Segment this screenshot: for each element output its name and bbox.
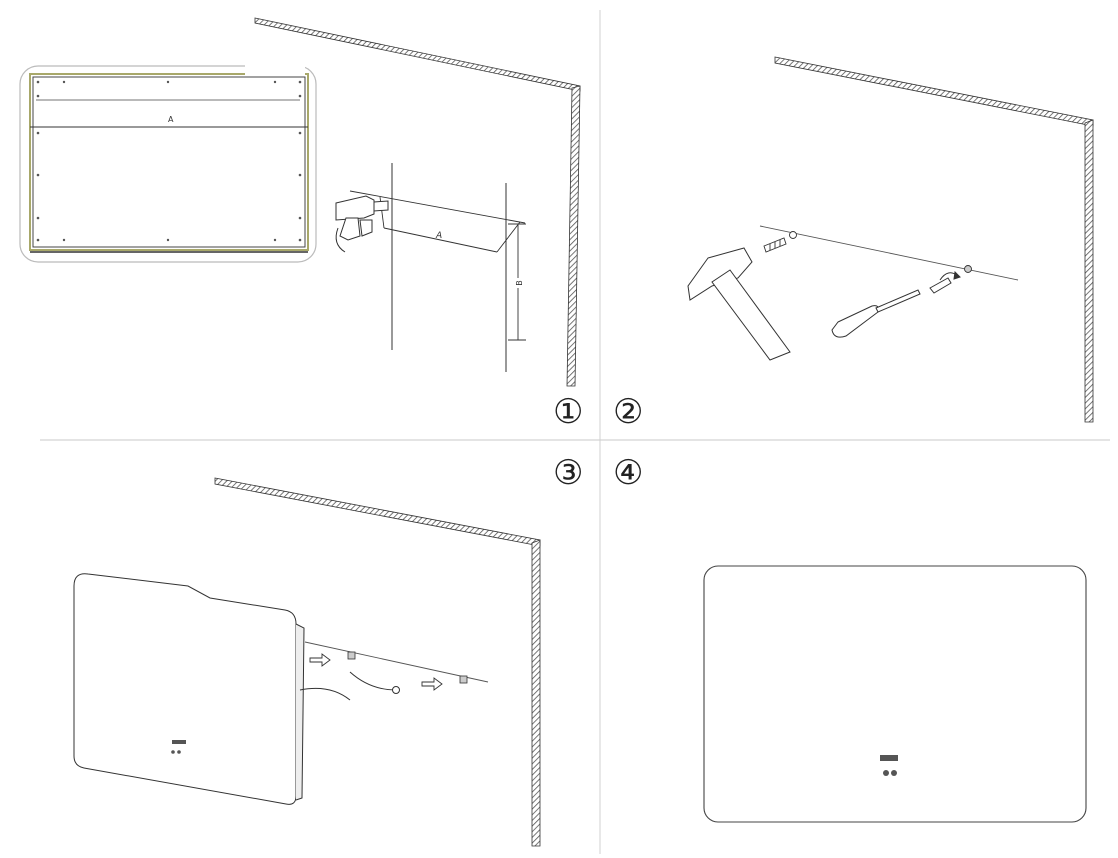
screwdriver-icon xyxy=(831,289,921,338)
step-2-panel xyxy=(687,56,1094,423)
step-number-1: ① xyxy=(553,392,584,432)
step-number-3: ③ xyxy=(553,453,584,493)
mirror-back-view: A xyxy=(19,62,317,263)
power-cable-icon xyxy=(299,671,400,701)
step1-wall-top xyxy=(254,17,581,92)
installed-mirror xyxy=(703,565,1087,823)
step-4-panel xyxy=(703,565,1087,823)
screw-icon xyxy=(929,270,961,294)
arrow-icon xyxy=(309,653,331,667)
step2-wall-top xyxy=(774,56,1094,127)
step3-wall-top xyxy=(214,477,541,547)
hammer-icon xyxy=(687,247,791,361)
arrow-icon xyxy=(421,677,443,691)
wall-plug-icon xyxy=(763,237,787,253)
back-dimension-a: A xyxy=(168,115,174,124)
step-3-panel xyxy=(73,477,541,847)
wall-dimension-b: B xyxy=(515,280,524,286)
step-number-2: ② xyxy=(613,392,644,432)
wall-dimension-a: A xyxy=(435,231,442,241)
step3-wall-side xyxy=(531,539,541,847)
mirror-control-buttons xyxy=(880,755,898,776)
mirror-perspective xyxy=(73,573,305,805)
drill-icon xyxy=(335,195,389,253)
step2-wall-side xyxy=(1084,119,1094,423)
step1-wall-side xyxy=(566,85,581,387)
step-1-panel: A A B xyxy=(19,17,581,387)
step-number-4: ④ xyxy=(613,453,644,493)
